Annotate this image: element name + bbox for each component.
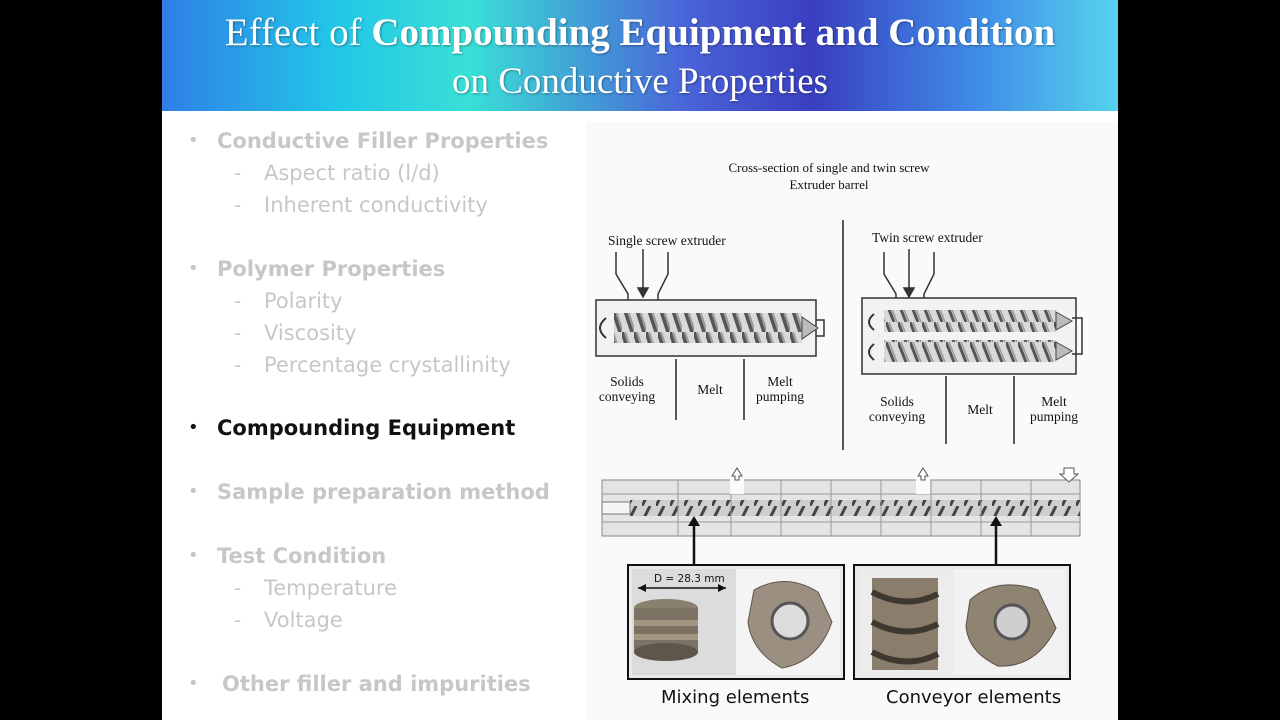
bullet-polymer-properties: Polymer Properties (217, 257, 445, 281)
single-zone-melt: Melt (684, 382, 736, 397)
sub-dash: - (234, 161, 241, 185)
slide: Effect of Compounding Equipment and Cond… (162, 0, 1118, 720)
extruder-figure: Cross-section of single and twin screw E… (586, 122, 1118, 720)
twin-hopper (884, 249, 934, 298)
bullet-list: • Conductive Filler Properties - Aspect … (162, 0, 582, 720)
single-hopper (616, 249, 668, 300)
bullet-dot: • (188, 673, 199, 694)
sub-dash: - (234, 193, 241, 217)
conveyor-elements-photo (854, 565, 1070, 679)
sub-polarity: Polarity (264, 289, 343, 313)
sub-dash: - (234, 576, 241, 600)
sub-dash: - (234, 289, 241, 313)
twin-zone-melt: Melt (950, 402, 1010, 417)
bullet-conductive-filler: Conductive Filler Properties (217, 129, 548, 153)
mixing-elements-caption: Mixing elements (661, 687, 809, 708)
sub-inherent-conductivity: Inherent conductivity (264, 193, 488, 217)
long-extruder-barrel (602, 468, 1080, 536)
single-barrel (596, 300, 824, 356)
bullet-dot: • (188, 545, 199, 566)
bullet-dot: • (188, 481, 199, 502)
sub-voltage: Voltage (264, 608, 343, 632)
sub-temperature: Temperature (264, 576, 397, 600)
bullet-sample-preparation: Sample preparation method (217, 480, 550, 504)
sub-crystallinity: Percentage crystallinity (264, 353, 511, 377)
twin-barrel (862, 298, 1082, 374)
sub-aspect-ratio: Aspect ratio (l/d) (264, 161, 440, 185)
bullet-dot: • (188, 417, 199, 438)
sub-dash: - (234, 321, 241, 345)
dimension-label: D = 28.3 mm (654, 573, 725, 585)
conveyor-elements-caption: Conveyor elements (886, 687, 1061, 708)
bullet-compounding-equipment: Compounding Equipment (217, 416, 515, 440)
bullet-other-filler: Other filler and impurities (222, 672, 531, 696)
sub-dash: - (234, 353, 241, 377)
sub-dash: - (234, 608, 241, 632)
bullet-test-condition: Test Condition (217, 544, 386, 568)
bullet-dot: • (188, 130, 199, 151)
sub-viscosity: Viscosity (264, 321, 357, 345)
bullet-dot: • (188, 258, 199, 279)
